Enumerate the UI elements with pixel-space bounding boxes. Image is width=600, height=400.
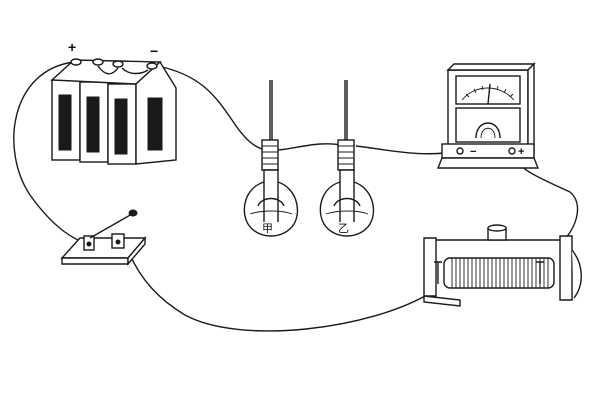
flask-b-coil — [333, 197, 361, 207]
battery: + − — [50, 39, 177, 165]
rheostat-left-end — [423, 237, 437, 297]
wire-battery-to-switch — [13, 61, 91, 246]
flask-a-stopper — [261, 139, 279, 171]
meter-magnet — [475, 122, 501, 139]
switch-screw-1 — [86, 241, 92, 247]
rheostat-coil-tube — [443, 257, 555, 289]
flask-b-label: 乙 — [338, 222, 349, 235]
wire-flask-a-to-flask-b — [277, 143, 347, 151]
rheostat-left-terminal — [434, 261, 442, 284]
battery-window-3 — [114, 98, 128, 155]
wire-rheostat-to-switch — [127, 249, 433, 332]
rheostat-right-terminal — [536, 261, 544, 284]
meter-minus-label: − — [470, 146, 476, 158]
flask-a-electrodes — [263, 182, 279, 222]
meter-base — [436, 157, 540, 169]
flask-a-bulb — [243, 169, 299, 237]
battery-terminal-plus — [70, 58, 82, 66]
meter-terminal-minus — [456, 147, 464, 155]
switch-base-side — [127, 236, 146, 266]
rheostat — [423, 224, 582, 307]
battery-link-1 — [97, 65, 119, 75]
battery-link-2 — [121, 67, 149, 75]
meter-plus-label: + — [518, 146, 524, 158]
meter-scale-arc — [461, 87, 515, 101]
knife-switch[interactable] — [60, 209, 147, 266]
rheostat-left-foot — [423, 295, 461, 307]
battery-terminal-minus — [146, 62, 158, 70]
battery-side-window — [147, 97, 163, 151]
flask-a-stopper-lines — [262, 145, 278, 165]
rheostat-right-end — [559, 235, 573, 301]
battery-terminal-3 — [112, 60, 124, 68]
flask-b-stopper — [337, 139, 355, 171]
switch-blade — [89, 213, 133, 239]
flask-b-liquid — [325, 210, 369, 215]
meter-needle — [487, 83, 491, 105]
battery-window-1 — [58, 94, 72, 151]
flask-a-liquid — [249, 210, 293, 215]
flask-a: 甲 — [243, 80, 299, 237]
switch-screw-2 — [115, 239, 121, 245]
flask-b-stopper-lines — [338, 145, 354, 165]
meter-body-panel — [455, 107, 521, 143]
flask-a-label: 甲 — [262, 223, 273, 235]
meter: − + — [436, 62, 540, 169]
meter-top — [446, 63, 536, 71]
rheostat-right-foot — [571, 249, 582, 299]
rheostat-slider-top — [487, 224, 507, 232]
flask-a-coil — [257, 197, 285, 207]
flask-b-bulb — [319, 169, 375, 237]
wire-battery-to-flask-a — [157, 65, 267, 151]
battery-terminal-2 — [92, 58, 104, 66]
battery-plus-label: + — [68, 39, 76, 55]
battery-window-2 — [86, 96, 100, 153]
meter-magnet-inner — [480, 127, 496, 139]
switch-handle — [128, 209, 138, 217]
switch-base-front — [61, 257, 129, 265]
battery-minus-label: − — [150, 43, 158, 59]
flask-b: 乙 — [319, 80, 375, 237]
flask-b-electrodes — [339, 182, 355, 222]
meter-terminal-plus — [508, 147, 516, 155]
